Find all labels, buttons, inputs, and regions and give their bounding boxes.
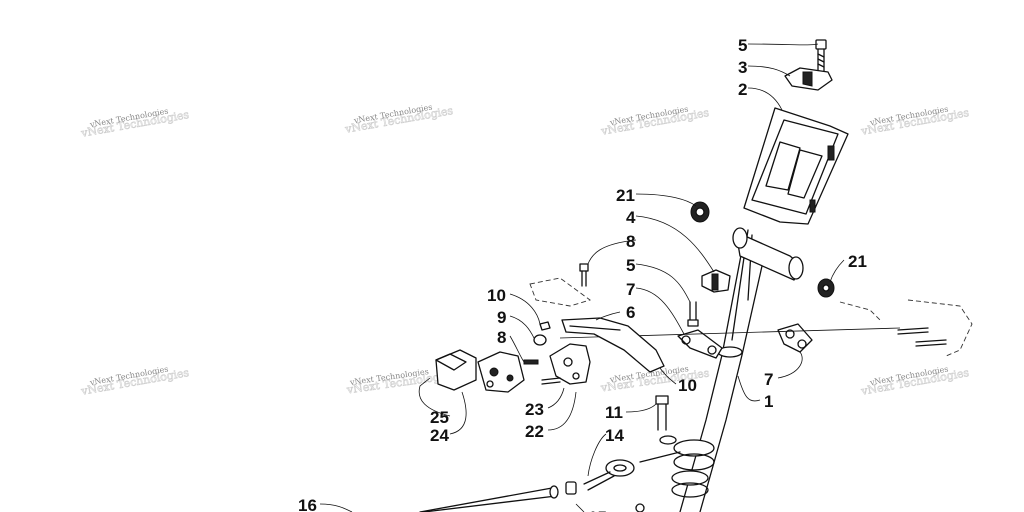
callout-5: 5 [626,256,635,275]
watermark-stamp: vNext Technologies vNext Technologies [859,365,971,399]
switch-housing [477,351,525,393]
callout-9: 9 [497,308,506,327]
leader-lines [319,43,845,512]
post-bolt [655,395,677,445]
mid-bolt [687,301,699,327]
callout-11: 11 [605,403,623,422]
steering-post [671,227,804,512]
callout-1: 1 [764,392,773,411]
callout-15: 15 [588,508,607,512]
mid-clamp [701,269,731,293]
callout-3: 3 [738,58,747,77]
callout-4: 4 [626,208,636,227]
watermark-stamp: vNext Technologies vNext Technologies [599,105,711,139]
top-clamp-block [784,67,833,91]
callout-22: 22 [525,422,544,441]
watermark-stamp: vNext Technologies vNext Technologies [79,107,191,141]
callout-6: 6 [626,303,635,322]
callout-14: 14 [605,426,624,445]
tie-rod [419,481,645,512]
callout-10: 10 [678,376,697,395]
pivot-pin-upper [579,263,589,287]
watermark-stamp: vNext Technologies vNext Technologies [859,105,971,139]
callout-2: 2 [738,80,747,99]
watermark-stamp: vNext Technologies vNext Technologies [343,103,455,137]
callout-16: 16 [298,496,317,512]
watermark-stamp: vNext Technologies vNext Technologies [79,365,191,399]
nut-small [539,321,551,331]
callout-10: 10 [487,286,506,305]
callout-8: 8 [497,328,506,347]
callout-21: 21 [616,186,635,205]
switch-cover [435,349,477,391]
link-arm-right [777,323,813,353]
callout-21: 21 [848,252,867,271]
callout-5: 5 [738,36,747,55]
callout-8: 8 [626,232,635,251]
grommet-left [690,201,710,223]
caliper-bracket [523,343,591,385]
grommet-right [817,278,835,298]
callout-7: 7 [626,280,635,299]
callout-23: 23 [525,400,544,419]
callout-7: 7 [764,370,773,389]
callout-25: 25 [430,408,449,427]
callout-24: 24 [430,426,449,445]
mount-bracket [743,107,849,225]
brake-lever [529,277,665,373]
link-arm-upper [677,329,723,359]
top-bolt [815,39,827,73]
callout-labels: 5 3 2 21 4 8 5 7 6 10 9 8 21 7 1 10 11 1… [298,36,867,512]
spacer-bushing [533,334,547,346]
tie-rod-end [583,451,681,491]
